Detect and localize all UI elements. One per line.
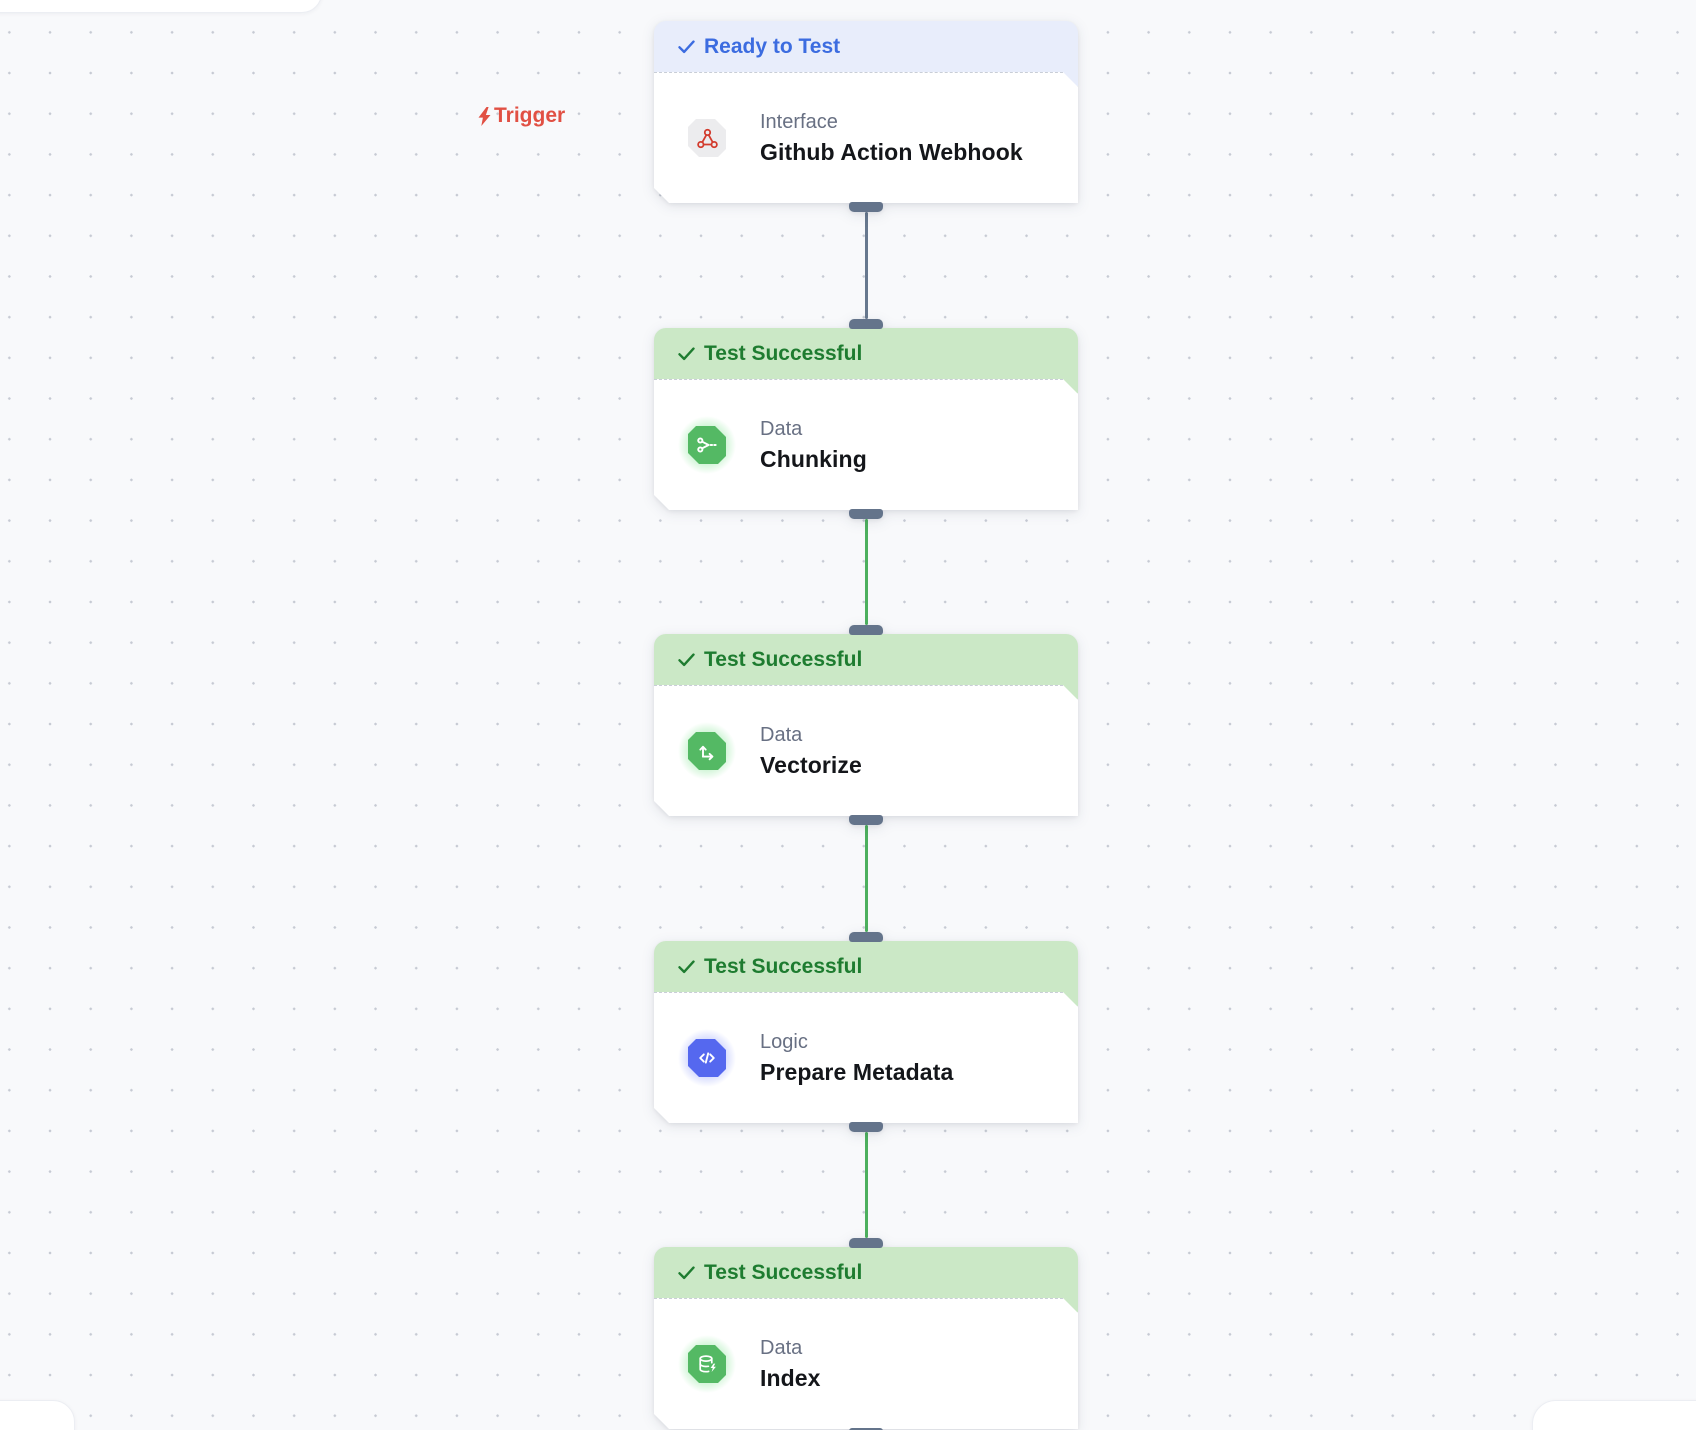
node-body[interactable]: Logic Prepare Metadata [654,992,1078,1123]
node-status-label: Test Successful [704,955,863,978]
node-title: Index [760,1364,821,1391]
webhook-icon [695,126,720,151]
node-body[interactable]: Interface Github Action Webhook [654,72,1078,203]
bottom-right-panel [1532,1400,1696,1430]
node-category-label: Data [760,1336,803,1359]
split-arrows-icon [695,739,719,763]
output-handle[interactable] [849,509,883,519]
workflow-node[interactable]: Test Successful Logic Prepare Metadata [654,932,1078,1132]
node-category-label: Logic [760,1030,808,1053]
node-icon-tile [688,1345,726,1383]
node-status-label: Test Successful [704,342,863,365]
scissors-icon [695,433,719,457]
node-icon-glow [678,1029,736,1087]
node-status-label: Test Successful [704,648,863,671]
input-handle[interactable] [849,319,883,329]
checkmark-icon [678,960,695,974]
checkmark-icon [678,347,695,361]
output-handle[interactable] [849,202,883,212]
node-category-label: Data [760,723,803,746]
node-body[interactable]: Data Vectorize [654,685,1078,816]
checkmark-icon [678,653,695,667]
connection-edge[interactable] [864,825,868,932]
input-handle[interactable] [849,932,883,942]
trigger-label: Trigger [494,104,566,127]
node-body[interactable]: Data Chunking [654,379,1078,510]
node-icon-glow [678,109,736,167]
checkmark-icon [678,1266,695,1280]
lightning-bolt-icon [477,106,492,126]
input-handle[interactable] [849,1238,883,1248]
node-status-label: Test Successful [704,1261,863,1284]
workflow-node[interactable]: Test Successful Data Chunking [654,319,1078,519]
node-title: Vectorize [760,751,862,778]
node-icon-glow [678,416,736,474]
node-category-label: Interface [760,110,838,133]
output-handle[interactable] [849,1428,883,1430]
node-icon-tile [688,119,726,157]
node-icon-tile [688,426,726,464]
checkmark-icon [678,40,695,54]
workflow-node[interactable]: Test Successful Data Vectorize [654,625,1078,825]
input-handle[interactable] [849,625,883,635]
trigger-badge: Trigger [477,104,565,128]
database-icon [695,1352,719,1376]
bottom-left-panel [0,1400,75,1430]
node-icon-tile [688,1039,726,1077]
connection-edge[interactable] [864,212,868,319]
node-icon-tile [688,732,726,770]
output-handle[interactable] [849,815,883,825]
node-title: Github Action Webhook [760,138,1023,165]
node-title: Prepare Metadata [760,1058,954,1085]
workflow-node[interactable]: Test Successful [654,1238,1078,1430]
node-category-label: Data [760,417,803,440]
node-status-label: Ready to Test [704,35,841,58]
node-title: Chunking [760,445,867,472]
top-left-panel [0,0,322,13]
node-icon-glow [678,722,736,780]
output-handle[interactable] [849,1122,883,1132]
node-icon-glow [678,1335,736,1393]
code-icon [695,1046,719,1070]
connection-edge[interactable] [864,1132,868,1238]
workflow-node[interactable]: Ready to Test Interface Github Actio [654,21,1078,212]
node-body[interactable]: Data Index [654,1298,1078,1429]
connection-edge[interactable] [864,519,868,625]
